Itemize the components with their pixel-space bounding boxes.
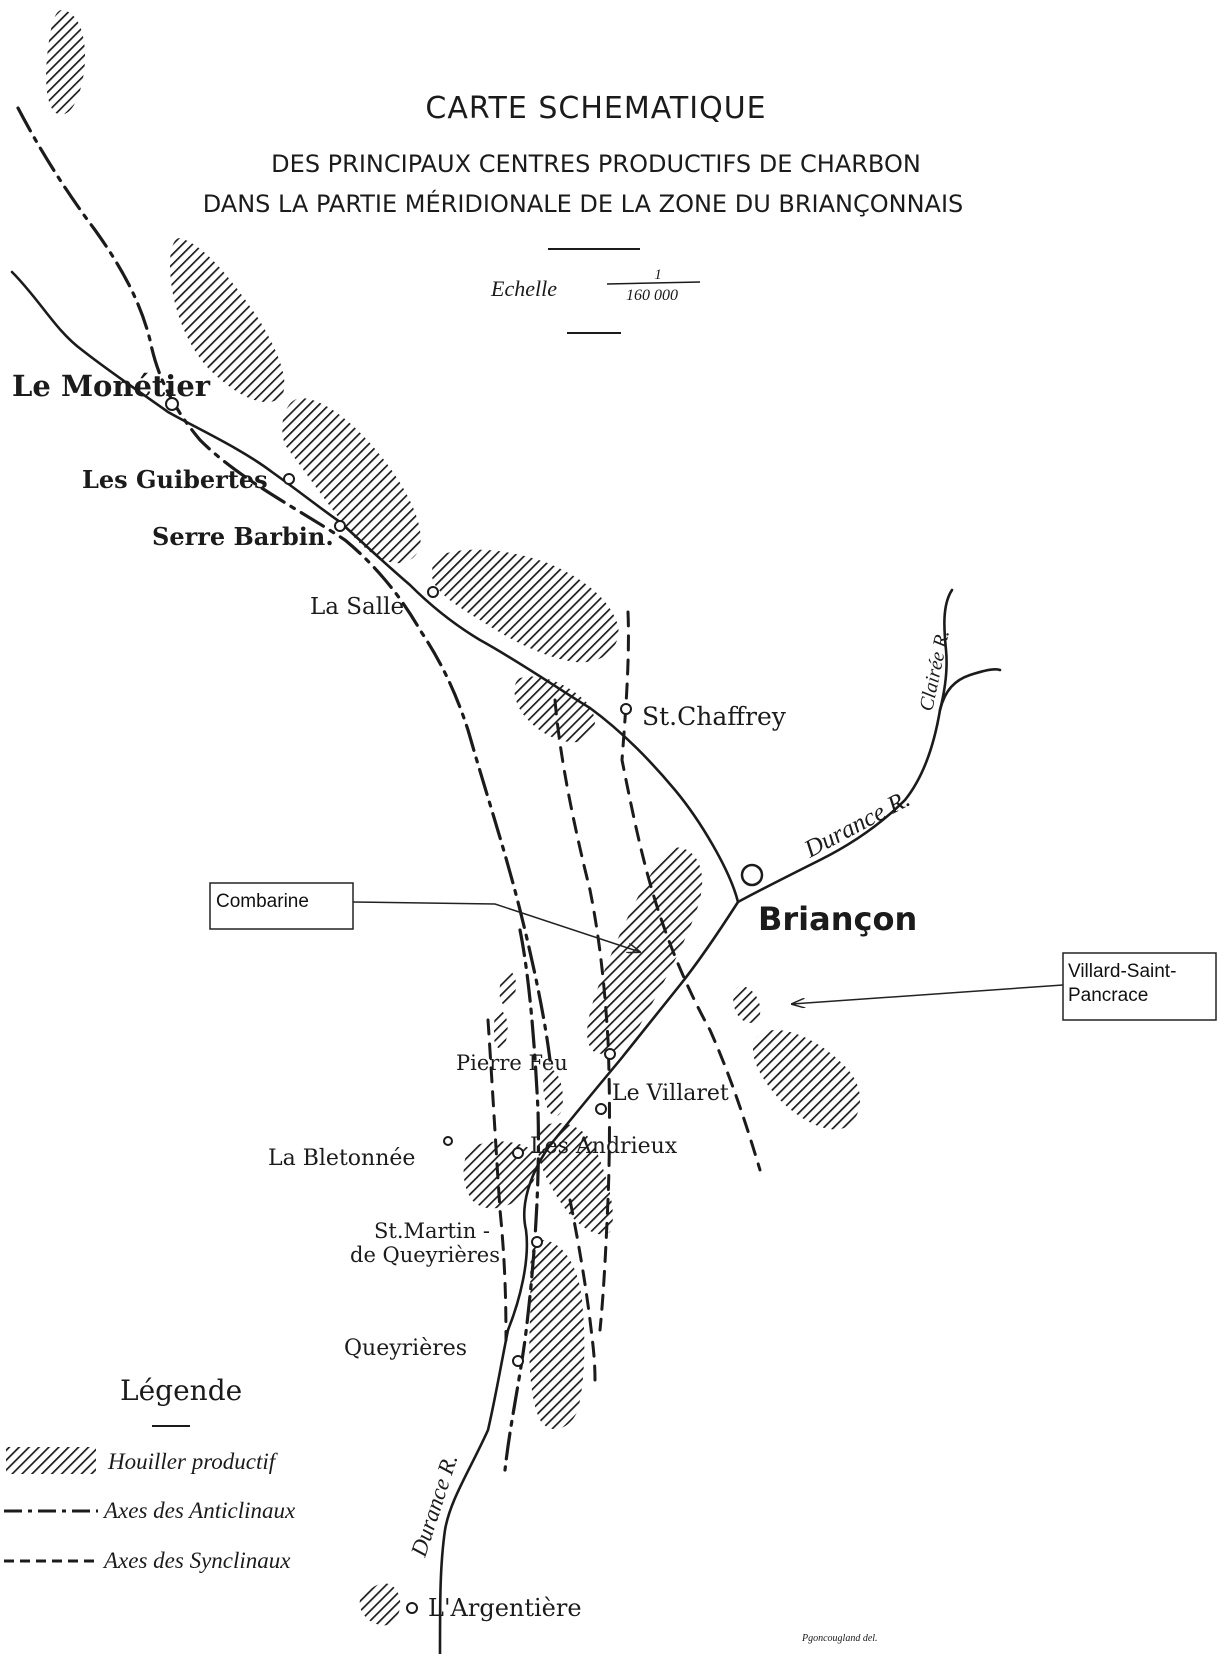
marker-st-chaffrey <box>620 703 632 715</box>
anticlinal-axis-west <box>16 106 552 1062</box>
river-guisane <box>10 270 740 1654</box>
marker-serre-barbin <box>334 520 346 532</box>
marker-argentiere <box>406 1602 418 1614</box>
legend-item-houiller: Houiller productif <box>107 1449 279 1474</box>
coal-area-villard-small <box>733 986 761 1023</box>
legend: Légende Houiller productif Axes des Anti… <box>4 1374 296 1573</box>
coal-areas <box>46 10 861 1626</box>
synclinal-axes <box>486 610 762 1382</box>
settlement-markers <box>165 397 764 1614</box>
label-les-guibertes: Les Guibertes <box>82 465 268 494</box>
footer-signature: Pgoncougland del. <box>801 1633 878 1644</box>
legend-item-synclinal: Axes des Synclinaux <box>102 1548 291 1573</box>
label-clairee: Clairée R. <box>915 628 954 713</box>
label-st-chaffrey: St.Chaffrey <box>642 702 787 731</box>
label-le-monetier: Le Monétier <box>12 369 211 403</box>
callout-combarine-label: Combarine <box>216 891 309 912</box>
label-la-salle: La Salle <box>310 594 404 620</box>
callout-villard-label-line2: Pancrace <box>1068 985 1148 1006</box>
label-le-villaret: Le Villaret <box>612 1081 729 1106</box>
scale-denominator: 160 000 <box>626 287 678 304</box>
label-queyrieres: Queyrières <box>344 1336 467 1361</box>
marker-briancon <box>740 863 764 887</box>
label-st-martin-line1: St.Martin - <box>374 1219 490 1243</box>
legend-hatch-swatch <box>6 1447 96 1474</box>
marker-st-martin <box>531 1236 543 1248</box>
scale-fraction-bar <box>606 281 701 285</box>
label-les-andrieux: Les Andrieux <box>530 1134 678 1159</box>
map-subtitle-line1: DES PRINCIPAUX CENTRES PRODUCTIFS DE CHA… <box>271 150 921 178</box>
marker-pierre-feu <box>604 1048 616 1060</box>
marker-queyrieres <box>512 1355 524 1367</box>
rivers <box>10 270 1002 1654</box>
coal-area-andrieux <box>537 1123 613 1235</box>
river-durance-upper <box>736 667 1002 904</box>
marker-les-guibertes <box>283 473 295 485</box>
label-serre-barbin: Serre Barbin. <box>152 522 334 551</box>
anticlinal-axes <box>16 106 552 1472</box>
synclinal-axis-central <box>553 698 611 1332</box>
coal-area-argentiere <box>359 1583 401 1626</box>
callout-villard: Villard-Saint- Pancrace <box>792 952 1217 1021</box>
synclinal-axis-east <box>620 610 762 1172</box>
callout-villard-box <box>1062 952 1217 1021</box>
label-pierre-feu: Pierre Feu <box>456 1051 568 1075</box>
marker-le-villaret <box>595 1103 607 1115</box>
coal-area-strip-3 <box>543 1068 563 1117</box>
legend-item-anticlinal: Axes des Anticlinaux <box>102 1498 296 1523</box>
scale-label: Echelle <box>490 276 557 301</box>
callout-villard-arrow <box>792 984 1064 1004</box>
marker-la-bletonnee <box>443 1136 453 1146</box>
legend-title: Légende <box>120 1374 242 1407</box>
synclinal-axis-south <box>568 1198 597 1382</box>
coal-area-combarine <box>587 847 703 1054</box>
callout-combarine: Combarine <box>209 882 640 952</box>
map-subtitle-line2: DANS LA PARTIE MÉRIDIONALE DE LA ZONE DU… <box>203 189 964 218</box>
label-durance-lower: Durance R. <box>406 1451 463 1561</box>
coal-area-top-left <box>46 10 86 115</box>
callout-villard-label-line1: Villard-Saint- <box>1068 961 1176 982</box>
label-st-martin-line2: de Queyrières <box>350 1243 500 1267</box>
synclinal-axis-west <box>486 1018 508 1342</box>
coal-area-strip-1 <box>499 971 516 1006</box>
coal-area-villard <box>752 1030 861 1130</box>
map-title: CARTE SCHEMATIQUE <box>425 91 766 126</box>
place-labels: Le Monétier Les Guibertes Serre Barbin. … <box>12 369 917 1622</box>
coal-area-queyrieres <box>529 1239 585 1430</box>
callout-combarine-arrow <box>352 901 640 952</box>
coal-area-strip-2 <box>494 1010 508 1049</box>
coal-area-monetier <box>170 238 285 403</box>
label-durance-upper: Durance R. <box>799 785 914 863</box>
label-briancon: Briançon <box>758 900 917 938</box>
coal-area-la-salle <box>432 549 619 663</box>
label-argentiere: L'Argentière <box>428 1594 582 1622</box>
label-la-bletonnee: La Bletonnée <box>268 1146 415 1171</box>
marker-la-salle <box>427 586 439 598</box>
callout-combarine-box <box>209 882 354 930</box>
river-clairee <box>938 588 954 712</box>
anticlinal-axis-south <box>503 928 541 1472</box>
marker-le-monetier <box>165 397 179 411</box>
scale-numerator: 1 <box>654 267 662 283</box>
marker-les-andrieux <box>512 1147 524 1159</box>
coal-area-guibertes <box>282 398 421 564</box>
